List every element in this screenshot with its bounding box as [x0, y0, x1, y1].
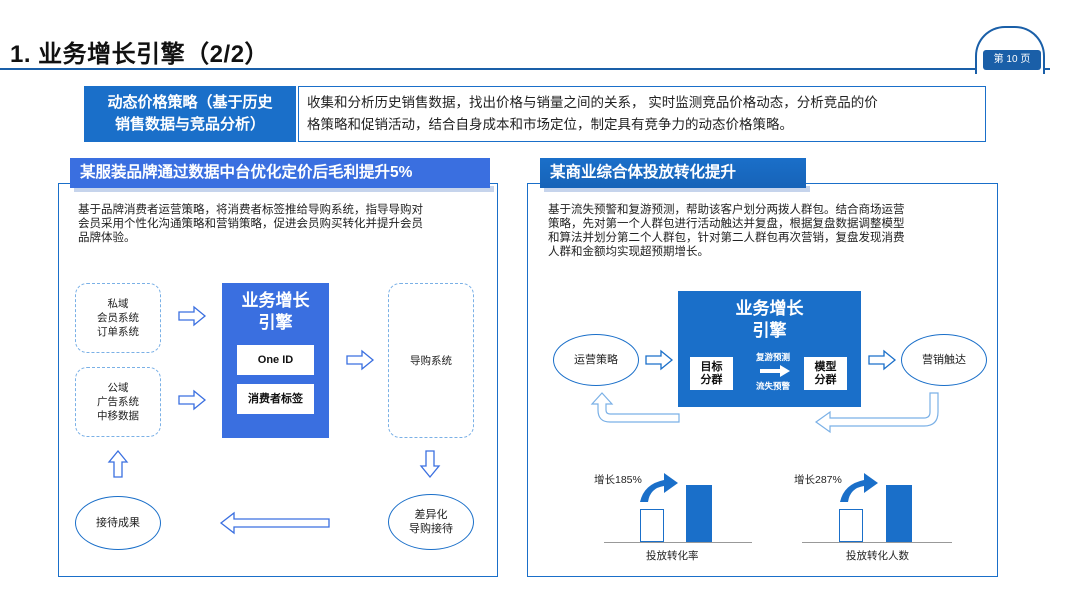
- left-desc-line: 品牌体验。: [78, 232, 136, 244]
- arrow-right-icon: [868, 349, 897, 371]
- consumer-tags-pill: 消费者标签: [237, 384, 314, 414]
- public-domain-title: 公域: [107, 382, 129, 394]
- arrow-right-icon: [760, 365, 790, 377]
- arrow-right-icon: [178, 389, 207, 411]
- private-domain-title: 私域: [107, 298, 129, 310]
- public-domain-box: 公域 广告系统 中移数据: [75, 367, 161, 437]
- target-segment-box: 目标 分群: [690, 357, 733, 390]
- model-segment-box: 模型 分群: [804, 357, 847, 390]
- loop-arrow-left-icon: [590, 392, 680, 423]
- arrow-right-icon: [178, 305, 207, 327]
- arrow-up-icon: [107, 449, 129, 478]
- target-seg-line1: 目标: [700, 361, 723, 373]
- strategy-description: 收集和分析历史销售数据，找出价格与销量之间的关系， 实时监测竞品价格动态，分析竞…: [298, 86, 986, 142]
- guide-system-box: 导购系统: [388, 283, 474, 438]
- strategy-label-line2: 销售数据与竞品分析）: [114, 116, 265, 133]
- arrow-down-icon: [419, 450, 441, 479]
- left-case-heading: 某服装品牌通过数据中台优化定价后毛利提升5%: [70, 158, 490, 188]
- growth2-bar-before: [839, 509, 863, 542]
- guide-system-label: 导购系统: [410, 354, 452, 367]
- right-case-description: 基于流失预警和复游预测，帮助该客户划分两拨人群包。结合商场运营 策略，先对第一个…: [548, 203, 988, 259]
- reception-result-label: 接待成果: [96, 517, 140, 529]
- growth2-bar-after: [886, 485, 912, 542]
- one-id-pill: One ID: [237, 345, 314, 375]
- growth2-axis-label: 投放转化人数: [846, 550, 909, 562]
- growth1-bar-after: [686, 485, 712, 542]
- left-desc-line: 基于品牌消费者运营策略，将消费者标签推给导购系统，指导导购对: [78, 204, 423, 216]
- growth-curve-arrow-icon: [840, 473, 878, 502]
- page-number-badge: 第 10 页: [983, 50, 1041, 70]
- revisit-prediction-label: 复游预测: [756, 352, 791, 362]
- right-desc-line: 人群和金额均实现超预期增长。: [548, 246, 709, 258]
- left-heading-shadow: [74, 186, 494, 192]
- public-domain-item: 中移数据: [97, 410, 139, 422]
- model-seg-line1: 模型: [814, 361, 837, 373]
- growth1-bar-before: [640, 509, 664, 542]
- strategy-desc-line1: 收集和分析历史销售数据，找出价格与销量之间的关系， 实时监测竞品价格动态，分析竞…: [307, 95, 878, 110]
- churn-warning-label: 流失预警: [756, 381, 791, 391]
- arrow-right-icon: [346, 349, 375, 371]
- growth1-axis-line: [604, 542, 752, 543]
- marketing-reach-label: 营销触达: [922, 354, 966, 366]
- right-case-heading: 某商业综合体投放转化提升: [540, 158, 806, 188]
- growth1-label: 增长185%: [594, 474, 642, 486]
- engine-title-line1: 业务增长: [735, 299, 804, 318]
- engine-title-line1: 业务增长: [241, 291, 310, 310]
- differentiated-reception-oval: 差异化 导购接待: [388, 494, 474, 550]
- right-desc-line: 基于流失预警和复游预测，帮助该客户划分两拨人群包。结合商场运营: [548, 204, 905, 216]
- page-title: 1. 业务增长引擎（2/2）: [10, 41, 270, 68]
- target-seg-line2: 分群: [700, 374, 723, 386]
- left-case-description: 基于品牌消费者运营策略，将消费者标签推给导购系统，指导导购对 会员采用个性化沟通…: [78, 203, 488, 245]
- arrow-right-icon: [645, 349, 674, 371]
- strategy-desc-line2: 格策略和促销活动，结合自身成本和市场定位，制定具有竞争力的动态价格策略。: [307, 117, 793, 132]
- growth2-label: 增长287%: [794, 474, 842, 486]
- title-divider: [0, 68, 1050, 70]
- engine-title-line2: 引擎: [258, 313, 293, 332]
- strategy-label: 动态价格策略（基于历史 销售数据与竞品分析）: [84, 86, 296, 142]
- strategy-label-line1: 动态价格策略（基于历史: [107, 94, 273, 111]
- loop-arrow-right-icon: [814, 392, 939, 434]
- right-desc-line: 和算法并划分第二个人群包，针对第二人群包再次营销，复盘发现消费: [548, 232, 905, 244]
- reception-result-oval: 接待成果: [75, 496, 161, 550]
- engine-title-line2: 引擎: [752, 321, 787, 340]
- differentiated-line1: 差异化: [414, 509, 448, 521]
- growth-engine-block-right: 业务增长 引擎 目标 分群 复游预测 流失预警 模型 分群: [678, 291, 861, 407]
- left-desc-line: 会员采用个性化沟通策略和营销策略，促进会员购买转化并提升会员: [78, 218, 423, 230]
- marketing-reach-oval: 营销触达: [901, 334, 987, 386]
- public-domain-item: 广告系统: [97, 396, 139, 408]
- ops-strategy-oval: 运营策略: [553, 334, 639, 386]
- growth-curve-arrow-icon: [640, 473, 678, 502]
- growth-engine-block: 业务增长 引擎 One ID 消费者标签: [222, 283, 329, 438]
- growth1-axis-label: 投放转化率: [646, 550, 699, 562]
- model-seg-line2: 分群: [814, 374, 837, 386]
- growth2-axis-line: [802, 542, 952, 543]
- ops-strategy-label: 运营策略: [574, 354, 618, 366]
- arrow-left-icon: [219, 511, 330, 535]
- private-domain-item: 订单系统: [97, 326, 139, 338]
- private-domain-box: 私域 会员系统 订单系统: [75, 283, 161, 353]
- right-desc-line: 策略，先对第一个人群包进行活动触达并复盘，根据复盘数据调整模型: [548, 218, 905, 230]
- differentiated-line2: 导购接待: [409, 523, 453, 535]
- private-domain-item: 会员系统: [97, 312, 139, 324]
- right-heading-shadow: [544, 186, 810, 192]
